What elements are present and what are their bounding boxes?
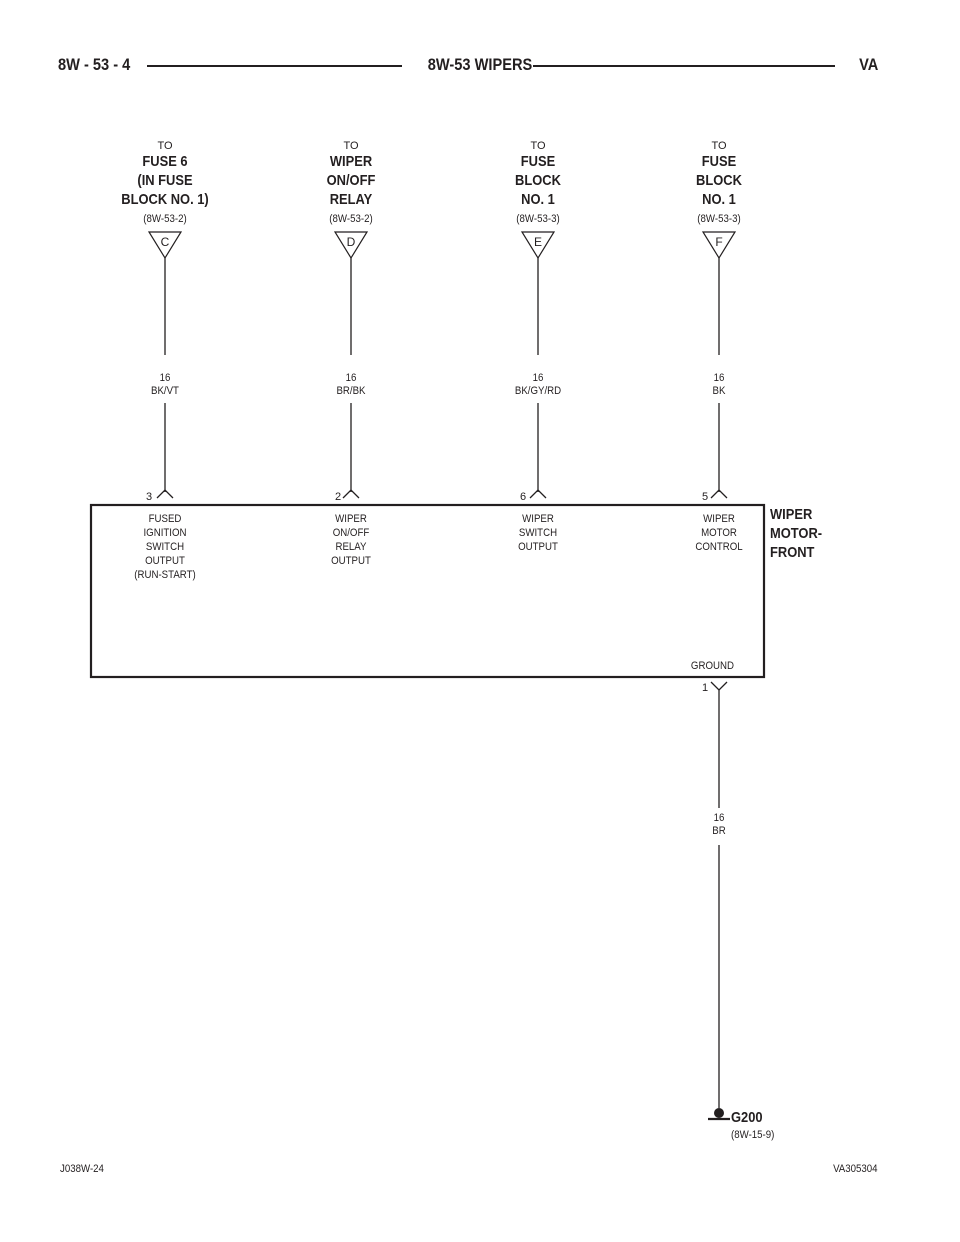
source-name: FUSE 6 (IN FUSE BLOCK NO. 1)	[121, 153, 209, 208]
connector-e-triangle: E	[520, 231, 556, 260]
header-rule-left	[147, 65, 402, 67]
ground-point-name: G200	[731, 1109, 763, 1126]
wire-color: BK/VT	[151, 385, 179, 397]
page-reference: (8W-53-2)	[329, 213, 373, 225]
pin-5-terminal	[710, 489, 728, 499]
wire-e-label: 16 BK/GY/RD	[494, 372, 582, 398]
pin-number: 3	[146, 491, 153, 503]
ground-wire-label: 16 BR	[675, 812, 763, 838]
connector-d-letter: D	[347, 235, 356, 249]
to-word: TO	[711, 140, 727, 152]
page-reference: (8W-53-3)	[516, 213, 560, 225]
page-number: 8W - 53 - 4	[58, 55, 131, 74]
connector-c-letter: C	[161, 235, 170, 249]
page-reference: (8W-53-2)	[143, 213, 187, 225]
wire-gauge: 16	[159, 372, 171, 384]
wire-color: BK	[712, 385, 726, 397]
source-name: FUSE BLOCK NO. 1	[515, 153, 561, 208]
ground-pin-number: 1	[702, 682, 709, 694]
pin-function-label: WIPER ON/OFF RELAY OUTPUT	[331, 513, 371, 567]
pin-1-terminal	[710, 681, 728, 691]
wire-color: BK/GY/RD	[514, 385, 562, 397]
vehicle-code: VA	[858, 55, 878, 74]
header-rule-right	[533, 65, 835, 67]
source-fuse-6-label: TO FUSE 6 (IN FUSE BLOCK NO. 1) (8W-53-2…	[95, 140, 235, 226]
section-title: 8W-53 WIPERS	[427, 55, 533, 74]
pin-function-label: FUSED IGNITION SWITCH OUTPUT (RUN-START)	[134, 513, 196, 581]
pin-2-terminal	[342, 489, 360, 499]
page-reference: (8W-53-3)	[697, 213, 741, 225]
source-fuse-block-e-label: TO FUSE BLOCK NO. 1 (8W-53-3)	[468, 140, 608, 226]
ground-symbol-icon	[708, 1108, 730, 1121]
ground-pin-label: GROUND	[690, 660, 734, 672]
to-word: TO	[530, 140, 546, 152]
wire-gauge: 16	[713, 812, 725, 824]
pin-number: 6	[520, 491, 527, 503]
pin-function-label: WIPER SWITCH OUTPUT	[518, 513, 558, 553]
wire-gauge: 16	[345, 372, 357, 384]
wire-gauge: 16	[713, 372, 725, 384]
wire-color: BR/BK	[336, 385, 366, 397]
pin-function-label: WIPER MOTOR CONTROL	[695, 513, 743, 553]
pin-number: 5	[702, 491, 709, 503]
pin-3-terminal	[156, 489, 174, 499]
source-wiper-relay-label: TO WIPER ON/OFF RELAY (8W-53-2)	[281, 140, 421, 226]
ground-point-reference: (8W-15-9)	[731, 1129, 775, 1141]
connector-f-letter: F	[715, 235, 722, 249]
figure-code: J038W-24	[60, 1163, 104, 1175]
connector-d-triangle: D	[333, 231, 369, 260]
source-fuse-block-f-label: TO FUSE BLOCK NO. 1 (8W-53-3)	[649, 140, 789, 226]
pin-6-terminal	[529, 489, 547, 499]
drawing-number: VA305304	[833, 1163, 878, 1175]
wire-c-label: 16 BK/VT	[121, 372, 209, 398]
wire-d-label: 16 BR/BK	[307, 372, 395, 398]
to-word: TO	[157, 140, 173, 152]
wire-color: BR	[712, 825, 726, 837]
source-name: WIPER ON/OFF RELAY	[326, 153, 376, 208]
wire-gauge: 16	[532, 372, 544, 384]
connector-c-triangle: C	[147, 231, 183, 260]
to-word: TO	[343, 140, 359, 152]
connector-f-triangle: F	[701, 231, 737, 260]
pin-number: 2	[335, 491, 342, 503]
connector-e-letter: E	[534, 235, 542, 249]
component-name: WIPER MOTOR- FRONT	[770, 506, 823, 561]
source-name: FUSE BLOCK NO. 1	[696, 153, 742, 208]
wire-f-label: 16 BK	[675, 372, 763, 398]
wiper-motor-box	[89, 503, 766, 679]
